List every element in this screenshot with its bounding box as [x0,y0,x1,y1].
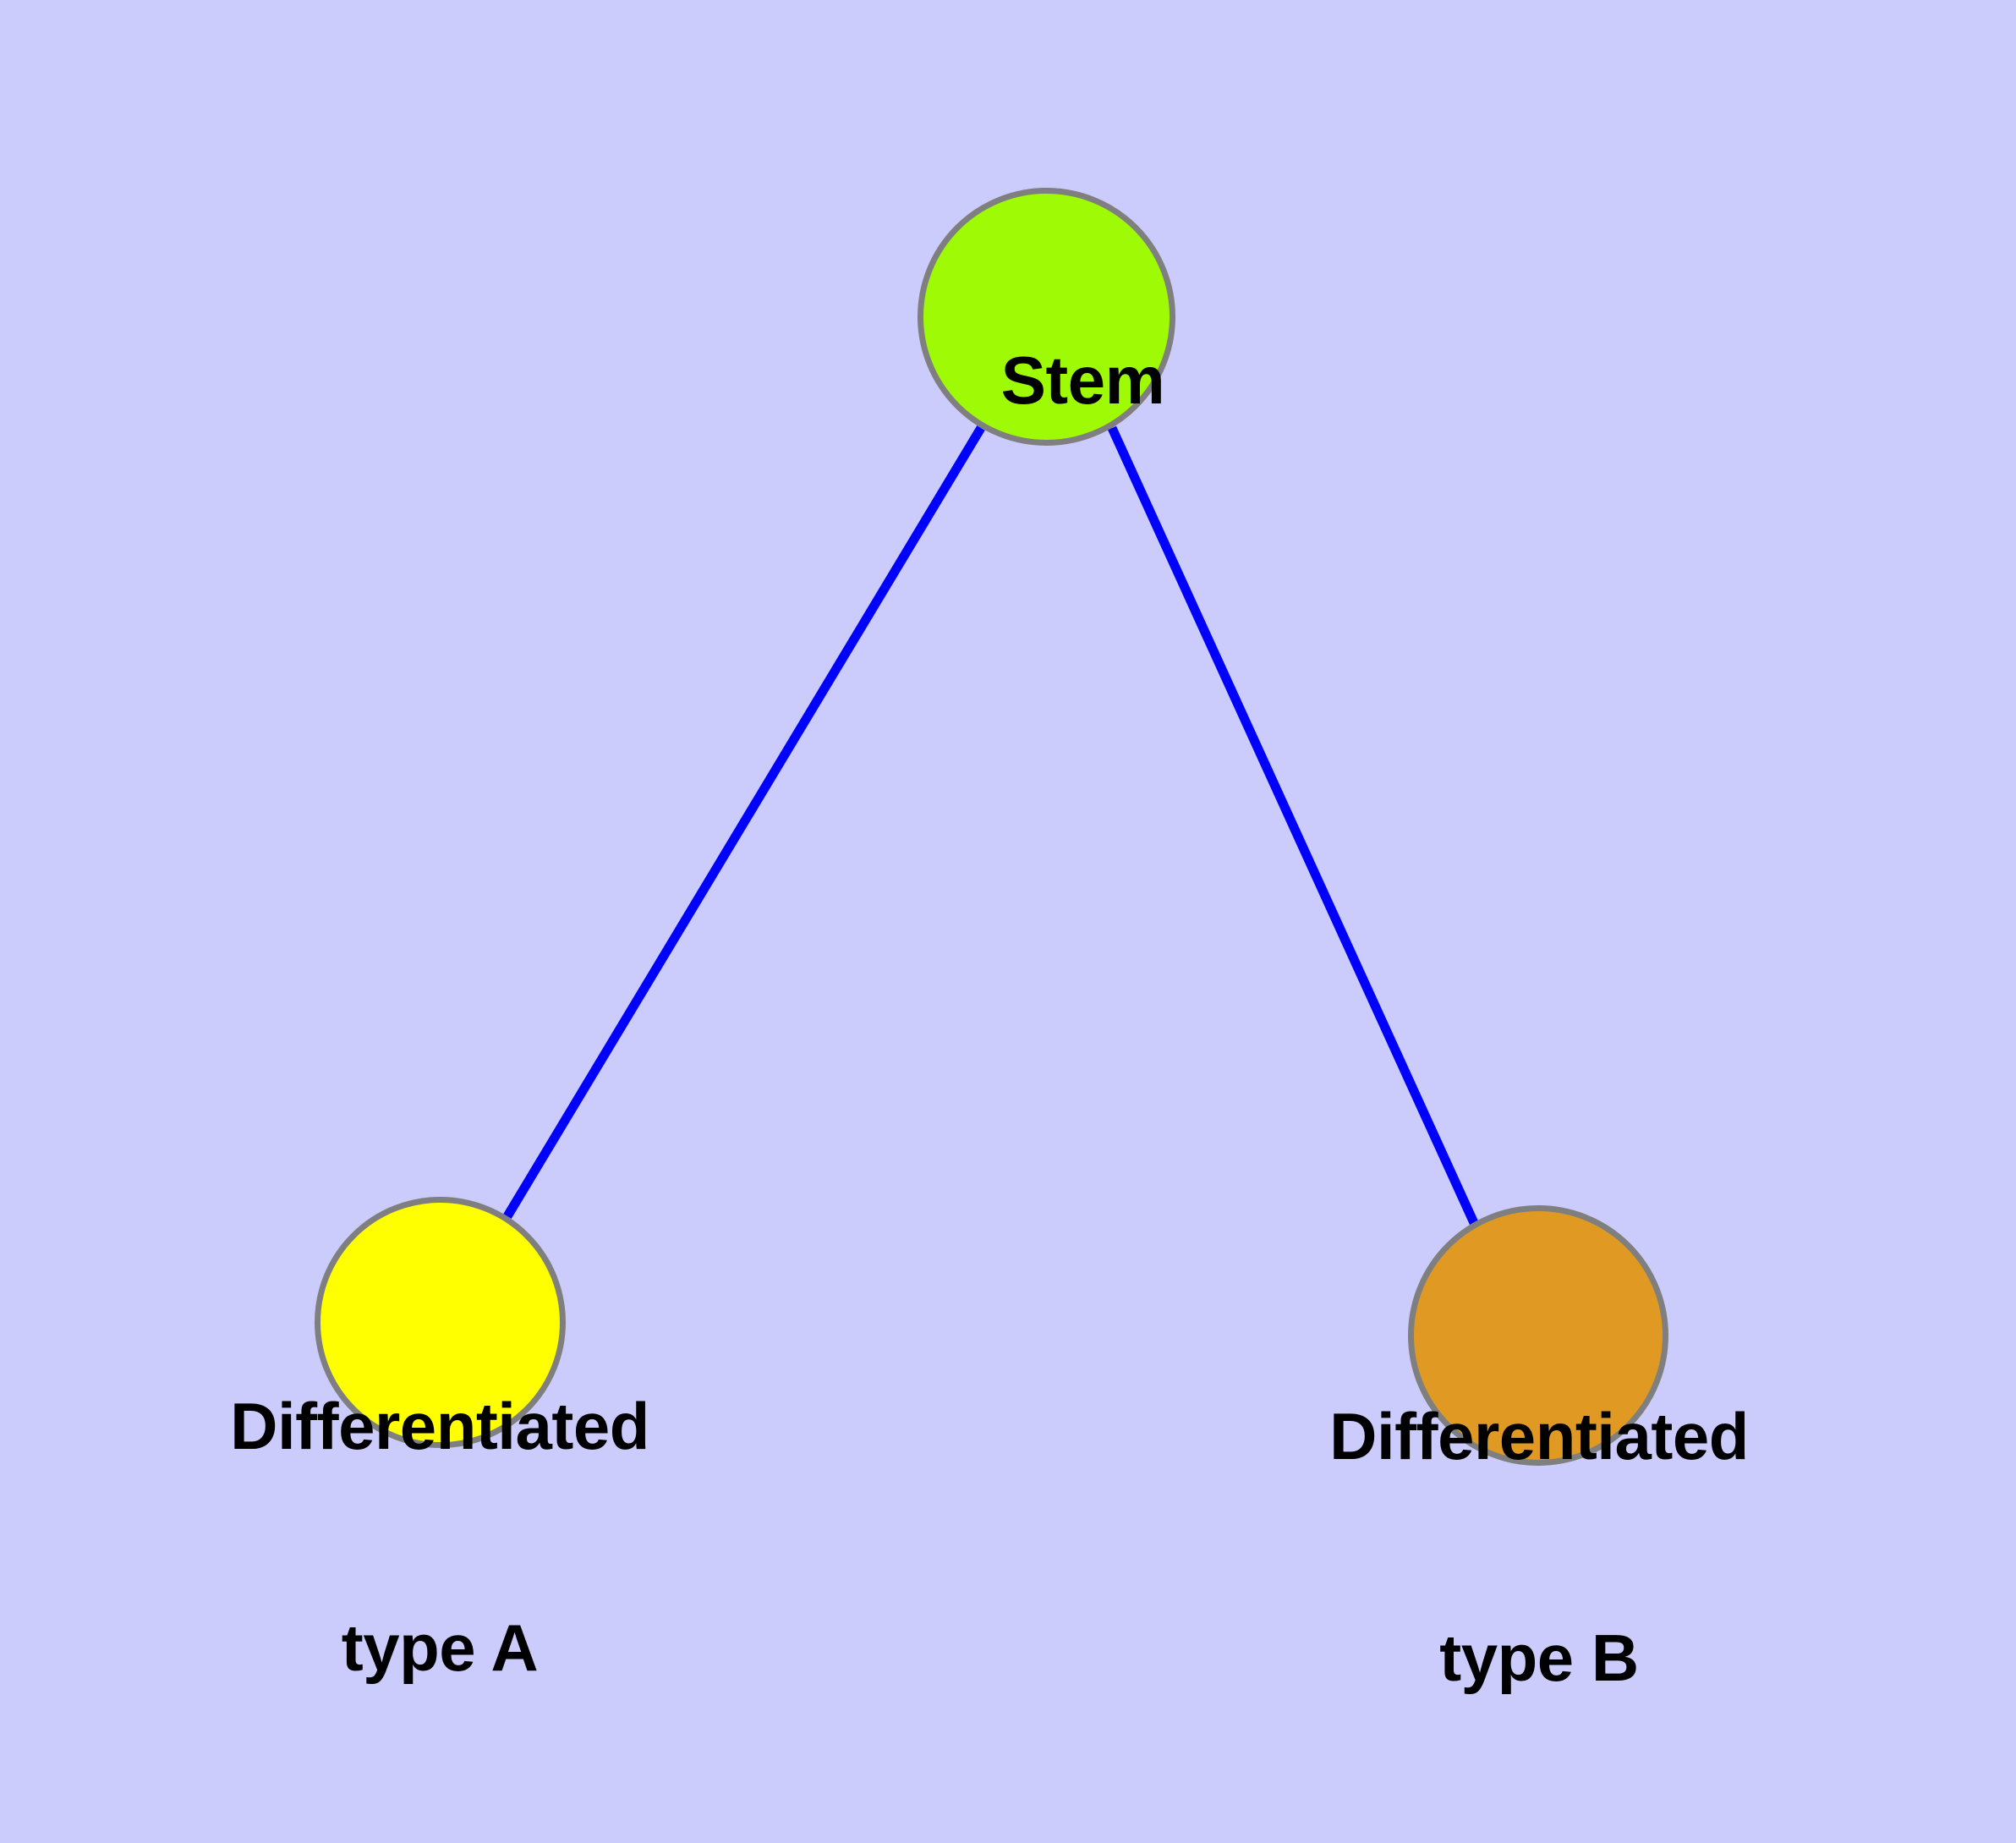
node-differentiated-type-a-label: Differentiated type A [186,1242,693,1833]
node-stem[interactable] [918,188,1175,446]
node-differentiated-type-a-label-line2: type A [341,1610,539,1685]
node-differentiated-type-a[interactable] [315,1197,566,1448]
node-differentiated-type-b-label: Differentiated type B [1285,1252,1793,1843]
edge-stem-to-differentiated-type-b [1107,425,1480,1227]
node-differentiated-type-b[interactable] [1408,1205,1668,1466]
node-differentiated-type-b-label-line2: type B [1439,1620,1639,1695]
edge-stem-to-differentiated-type-a [503,425,985,1219]
node-stem-label-text: Stem [1000,342,1165,418]
node-stem-label: Stem [792,266,1300,494]
node-differentiated-type-a-label-line1: Differentiated [230,1388,649,1463]
node-differentiated-type-b-label-line1: Differentiated [1329,1398,1749,1473]
